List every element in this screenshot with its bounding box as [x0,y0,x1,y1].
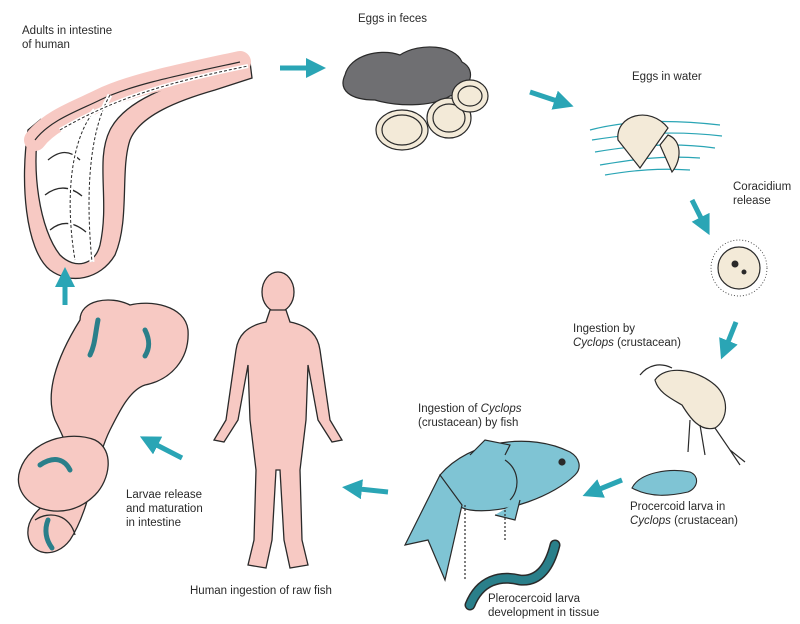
label-adults-line1: Adults in intestine [22,24,112,38]
label-plerocercoid-line2: development in tissue [488,606,599,620]
label-adults-line2: of human [22,38,112,52]
intestine-adults-icon [24,62,252,278]
label-ingestion-cyclops-em: Cyclops [573,337,614,349]
cyclops-icon [640,365,745,465]
label-procercoid-rest: (crustacean) [671,515,738,527]
label-procercoid-line2: Cyclops (crustacean) [630,514,738,528]
label-fish-ingestion-em: Cyclops [481,403,522,415]
label-procercoid-em: Cyclops [630,515,671,527]
label-plerocercoid: Plerocercoid larva development in tissue [488,592,599,620]
label-coracidium: Coracidium release [733,180,791,208]
label-human-ingestion: Human ingestion of raw fish [190,584,332,598]
label-larvae-release-line1: Larvae release [126,488,203,502]
label-larvae-release: Larvae release and maturation in intesti… [126,488,203,530]
label-larvae-release-line2: and maturation [126,502,203,516]
label-adults: Adults in intestine of human [22,24,112,52]
label-eggs-water: Eggs in water [632,70,702,84]
procercoid-larva-icon [632,471,697,496]
label-ingestion-cyclops-line2: Cyclops (crustacean) [573,336,681,350]
eggs-in-feces-icon [343,47,488,150]
coracidium-icon [711,240,767,296]
label-eggs-feces: Eggs in feces [358,12,427,26]
label-fish-ingestion-line2: (crustacean) by fish [418,416,522,430]
label-eggs-water-line1: Eggs in water [632,70,702,84]
label-human-ingestion-line1: Human ingestion of raw fish [190,584,332,598]
label-ingestion-cyclops: Ingestion by Cyclops (crustacean) [573,322,681,350]
human-figure-icon [214,272,342,568]
label-ingestion-cyclops-rest: (crustacean) [614,337,681,349]
label-fish-ingestion-pre: Ingestion of [418,403,481,415]
label-procercoid: Procercoid larva in Cyclops (crustacean) [630,500,738,528]
label-coracidium-line1: Coracidium [733,180,791,194]
egg-hatching-icon [590,115,722,175]
label-ingestion-cyclops-line1: Ingestion by [573,322,681,336]
label-eggs-feces-line1: Eggs in feces [358,12,427,26]
label-larvae-release-line3: in intestine [126,516,203,530]
label-fish-ingestion-line1: Ingestion of Cyclops [418,402,522,416]
label-fish-ingestion: Ingestion of Cyclops (crustacean) by fis… [418,402,522,430]
label-coracidium-line2: release [733,194,791,208]
label-plerocercoid-line1: Plerocercoid larva [488,592,599,606]
label-procercoid-line1: Procercoid larva in [630,500,738,514]
